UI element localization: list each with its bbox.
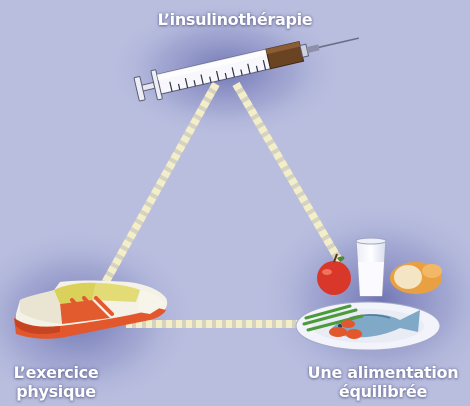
label-physical-exercise-line2: physique xyxy=(0,382,112,401)
label-physical-exercise-line1: L’exercice xyxy=(0,363,112,382)
label-balanced-diet: Une alimentation équilibrée xyxy=(296,363,470,401)
label-insulin-therapy-text: L’insulinothérapie xyxy=(158,10,313,29)
label-insulin-therapy: L’insulinothérapie xyxy=(100,10,370,29)
label-physical-exercise: L’exercice physique xyxy=(0,363,112,401)
label-balanced-diet-line2: équilibrée xyxy=(296,382,470,401)
label-balanced-diet-line1: Une alimentation xyxy=(296,363,470,382)
